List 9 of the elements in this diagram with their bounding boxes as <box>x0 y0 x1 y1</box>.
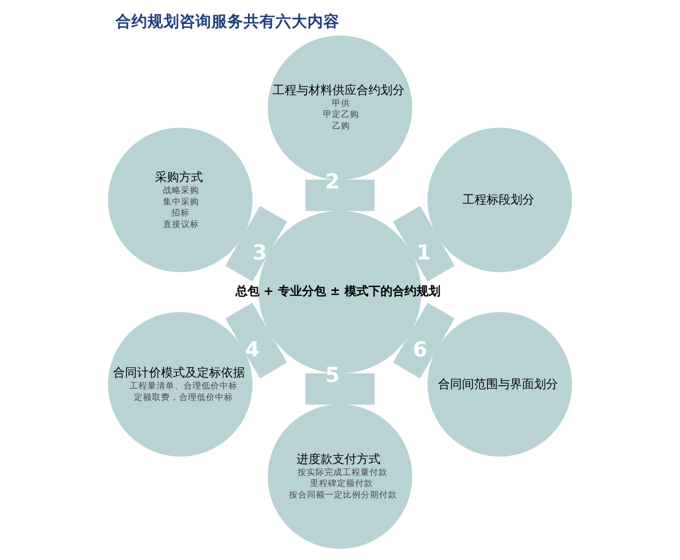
connector <box>305 373 375 405</box>
node-circle: 进度款支付方式 按实际完成工程量付款 里程碑定额付款 按合同额一定比例分期付款 <box>268 404 412 549</box>
edge-label: 3 <box>252 240 267 264</box>
diagram-title: 合约规划咨询服务共有六大内容 <box>115 12 340 31</box>
edge-label: 5 <box>325 363 340 388</box>
edge-label: 6 <box>412 337 428 362</box>
node-circle: 采购方式 战略采购 集中采购 招标 直接议标 <box>108 128 253 272</box>
node-circle: 合同间范围与界面划分 <box>427 312 572 457</box>
node-label: 总包 + 专业分包 ± 模式下的合约规划 <box>235 284 440 298</box>
